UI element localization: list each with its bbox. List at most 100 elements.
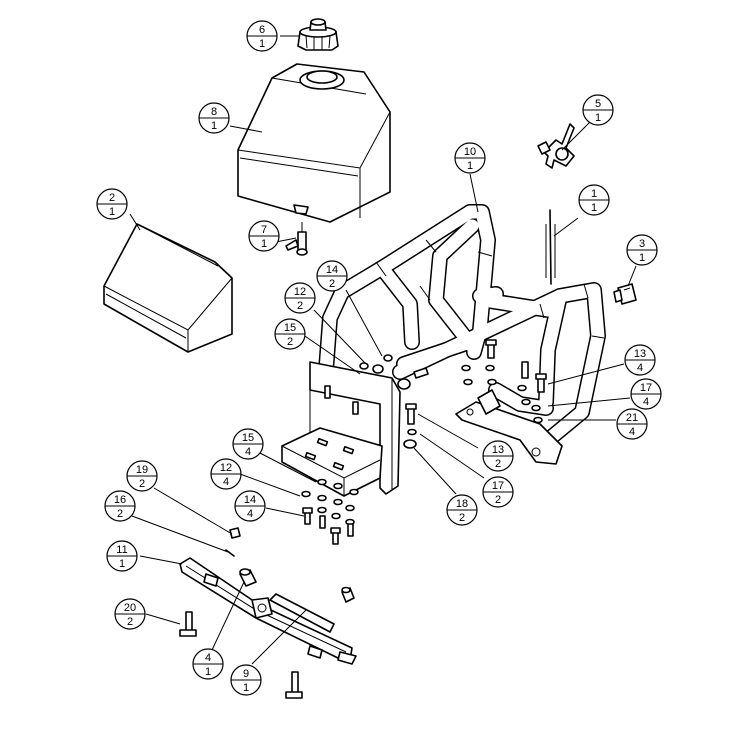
callout-5: 5 1 (582, 94, 614, 126)
svg-text:2: 2 (117, 508, 123, 520)
svg-text:12: 12 (294, 286, 306, 298)
svg-text:2: 2 (109, 192, 115, 204)
callout-6: 6 1 (246, 20, 278, 52)
svg-text:7: 7 (261, 224, 267, 236)
callout-7: 7 1 (248, 220, 280, 252)
svg-text:1: 1 (119, 558, 125, 570)
svg-text:2: 2 (329, 278, 335, 290)
svg-text:2: 2 (297, 300, 303, 312)
callout-13-lower: 13 2 (482, 440, 514, 472)
callout-12: 12 2 (284, 282, 316, 314)
svg-text:17: 17 (492, 480, 504, 492)
svg-text:1: 1 (243, 682, 249, 694)
callout-18: 18 2 (446, 494, 478, 526)
svg-text:15: 15 (284, 322, 296, 334)
callout-1: 1 1 (578, 184, 610, 216)
svg-text:1: 1 (259, 38, 265, 50)
callout-14-lower: 14 4 (234, 490, 266, 522)
bolt-20b (285, 671, 303, 699)
svg-text:2: 2 (127, 616, 133, 628)
svg-text:1: 1 (591, 188, 597, 200)
svg-text:13: 13 (634, 348, 646, 360)
svg-text:21: 21 (626, 412, 638, 424)
svg-text:2: 2 (495, 494, 501, 506)
mount-bracket (281, 354, 429, 497)
bolt-20a (179, 611, 197, 637)
svg-text:16: 16 (114, 494, 126, 506)
side-shroud (103, 223, 233, 353)
rod (545, 209, 556, 285)
svg-text:2: 2 (287, 336, 293, 348)
cotter-16 (225, 549, 235, 557)
svg-text:10: 10 (464, 146, 476, 158)
callout-2: 2 1 (96, 188, 128, 220)
svg-text:17: 17 (640, 382, 652, 394)
shaft (269, 593, 335, 633)
svg-text:12: 12 (220, 462, 232, 474)
callout-10: 10 1 (454, 142, 486, 174)
svg-text:1: 1 (591, 202, 597, 214)
svg-text:13: 13 (492, 444, 504, 456)
tube-frame (318, 204, 606, 465)
svg-text:1: 1 (211, 120, 217, 132)
svg-text:9: 9 (243, 668, 249, 680)
svg-text:4: 4 (245, 446, 251, 458)
svg-text:14: 14 (326, 264, 338, 276)
callout-16: 16 2 (104, 490, 136, 522)
callout-14: 14 2 (316, 260, 348, 292)
callout-15: 15 2 (274, 318, 306, 350)
fuel-tank (237, 63, 391, 223)
callout-8: 8 1 (198, 102, 230, 134)
pin-19 (229, 527, 241, 539)
callout-9: 9 1 (230, 664, 262, 696)
svg-text:19: 19 (136, 464, 148, 476)
svg-text:4: 4 (205, 652, 211, 664)
svg-text:2: 2 (139, 478, 145, 490)
svg-text:20: 20 (124, 602, 136, 614)
svg-text:11: 11 (116, 544, 127, 556)
callout-21: 21 4 (616, 408, 648, 440)
callout-12-lower: 12 4 (210, 458, 242, 490)
svg-text:1: 1 (595, 112, 601, 124)
small-fitting (239, 568, 257, 587)
callout-11: 11 1 (106, 540, 138, 572)
callout-4: 4 1 (192, 648, 224, 680)
svg-text:5: 5 (595, 98, 601, 110)
callout-17: 17 4 (630, 378, 662, 410)
callout-19: 19 2 (126, 460, 158, 492)
svg-text:4: 4 (247, 508, 253, 520)
fuel-valve (285, 222, 308, 256)
callout-20: 20 2 (114, 598, 146, 630)
clamp (613, 283, 637, 305)
lower-arm (179, 557, 357, 665)
callout-15-lower: 15 4 (232, 428, 264, 460)
svg-text:1: 1 (467, 160, 473, 172)
svg-text:4: 4 (629, 426, 635, 438)
svg-text:4: 4 (643, 396, 649, 408)
callout-17-lower: 17 2 (482, 476, 514, 508)
svg-text:4: 4 (637, 362, 643, 374)
leader-lines (129, 35, 637, 665)
right-hardware (403, 339, 547, 449)
svg-text:6: 6 (259, 24, 265, 36)
svg-text:1: 1 (205, 666, 211, 678)
svg-text:1: 1 (261, 238, 267, 250)
svg-text:2: 2 (495, 458, 501, 470)
svg-text:18: 18 (456, 498, 468, 510)
throttle-bracket (537, 123, 575, 169)
left-hardware (301, 478, 359, 545)
callout-3: 3 1 (626, 234, 658, 266)
svg-text:1: 1 (639, 252, 645, 264)
svg-text:15: 15 (242, 432, 254, 444)
svg-text:2: 2 (459, 512, 465, 524)
svg-text:14: 14 (244, 494, 256, 506)
fuel-cap (297, 18, 339, 51)
svg-text:3: 3 (639, 238, 645, 250)
callouts: 6 1 8 1 5 1 10 1 2 1 7 1 1 (96, 20, 662, 696)
bushing (341, 586, 355, 603)
svg-text:1: 1 (109, 206, 115, 218)
svg-text:4: 4 (223, 476, 229, 488)
svg-text:8: 8 (211, 106, 217, 118)
callout-13: 13 4 (624, 344, 656, 376)
